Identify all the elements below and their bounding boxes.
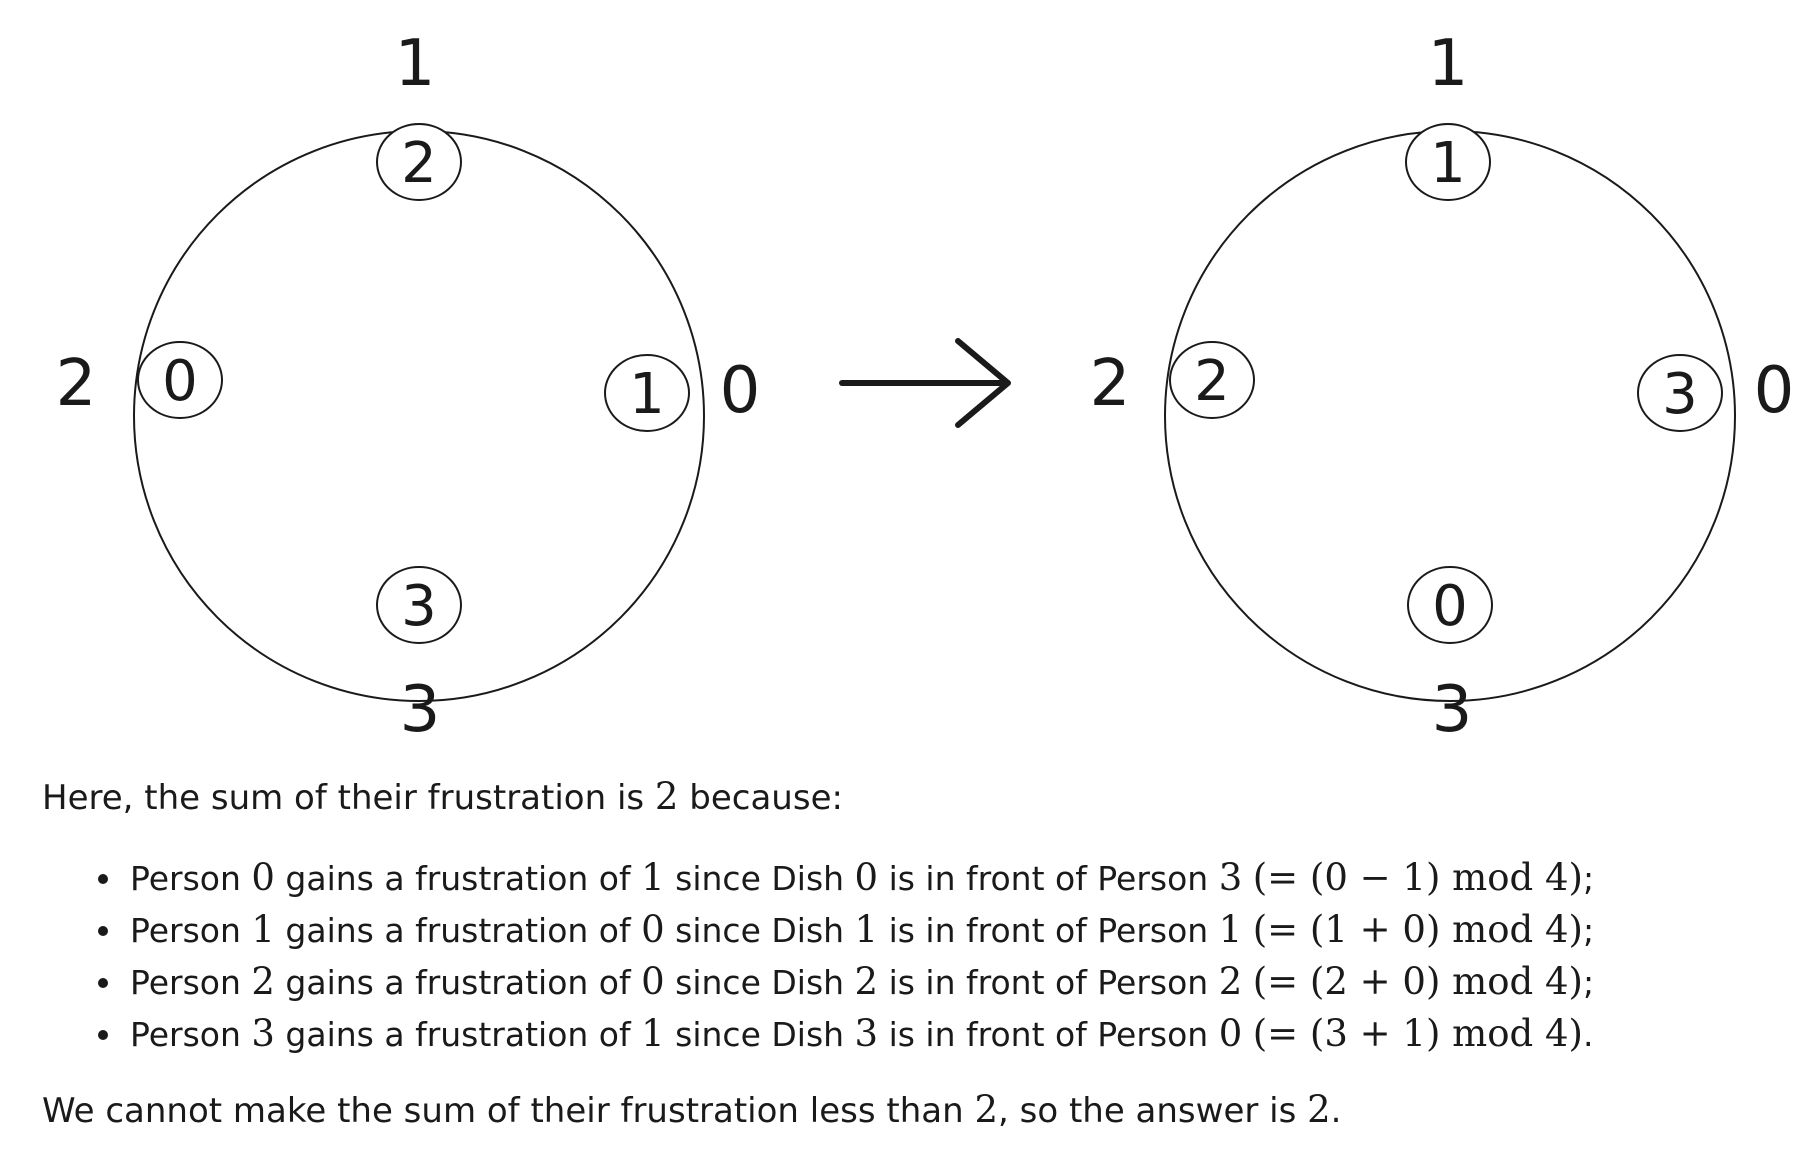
- svg-text:2: 2: [1194, 349, 1230, 414]
- bullet-dot: [98, 1030, 108, 1040]
- list-item: Person 1 gains a frustration of 0 since …: [0, 904, 1594, 956]
- mod-formula: (= (1 + 0) mod 4): [1252, 908, 1583, 951]
- mod-formula: (= (2 + 0) mod 4): [1252, 960, 1583, 1003]
- seat-label-right: 0: [720, 354, 761, 428]
- list-item: Person 0 gains a frustration of 1 since …: [0, 852, 1594, 904]
- seat-label-left: 2: [56, 347, 97, 421]
- seat-label-left: 2: [1090, 347, 1131, 421]
- dish-right: 3: [1637, 354, 1723, 432]
- svg-text:1: 1: [1430, 131, 1466, 196]
- svg-text:3: 3: [401, 574, 437, 639]
- mod-formula: (= (0 − 1) mod 4): [1252, 856, 1583, 899]
- svg-text:0: 0: [162, 349, 198, 414]
- rotation-diagram: 2 0 1 3 1 2 0 3 1 2: [56, 27, 1795, 747]
- svg-text:2: 2: [401, 131, 437, 196]
- dish-right: 1: [604, 354, 690, 432]
- svg-text:3: 3: [1662, 362, 1698, 427]
- svg-text:0: 0: [1432, 574, 1468, 639]
- dish-top: 1: [1405, 123, 1491, 201]
- table-before: 2 0 1 3 1 2 0 3: [56, 27, 761, 747]
- bullet-dot: [98, 978, 108, 988]
- seat-label-top: 1: [1428, 27, 1469, 101]
- frustration-list: Person 0 gains a frustration of 1 since …: [0, 852, 1594, 1060]
- seat-label-bottom: 3: [1432, 673, 1473, 747]
- dish-top: 2: [376, 123, 462, 201]
- dish-left: 2: [1169, 341, 1255, 419]
- bullet-dot: [98, 874, 108, 884]
- conclusion-sentence: We cannot make the sum of their frustrat…: [42, 1088, 1342, 1131]
- seat-label-right: 0: [1754, 354, 1795, 428]
- dish-bottom: 0: [1407, 566, 1493, 644]
- intro-sentence: Here, the sum of their frustration is 2 …: [42, 775, 843, 818]
- sum-value: 2: [654, 775, 679, 818]
- rotation-arrow: [839, 338, 1011, 428]
- bullet-dot: [98, 926, 108, 936]
- dish-bottom: 3: [376, 566, 462, 644]
- seat-label-bottom: 3: [400, 673, 441, 747]
- list-item: Person 2 gains a frustration of 0 since …: [0, 956, 1594, 1008]
- table-after: 1 2 3 0 1 2 0 3: [1090, 27, 1795, 747]
- svg-text:1: 1: [629, 362, 665, 427]
- dish-left: 0: [137, 341, 223, 419]
- seat-label-top: 1: [395, 27, 436, 101]
- list-item: Person 3 gains a frustration of 1 since …: [0, 1008, 1594, 1060]
- mod-formula: (= (3 + 1) mod 4): [1252, 1012, 1583, 1055]
